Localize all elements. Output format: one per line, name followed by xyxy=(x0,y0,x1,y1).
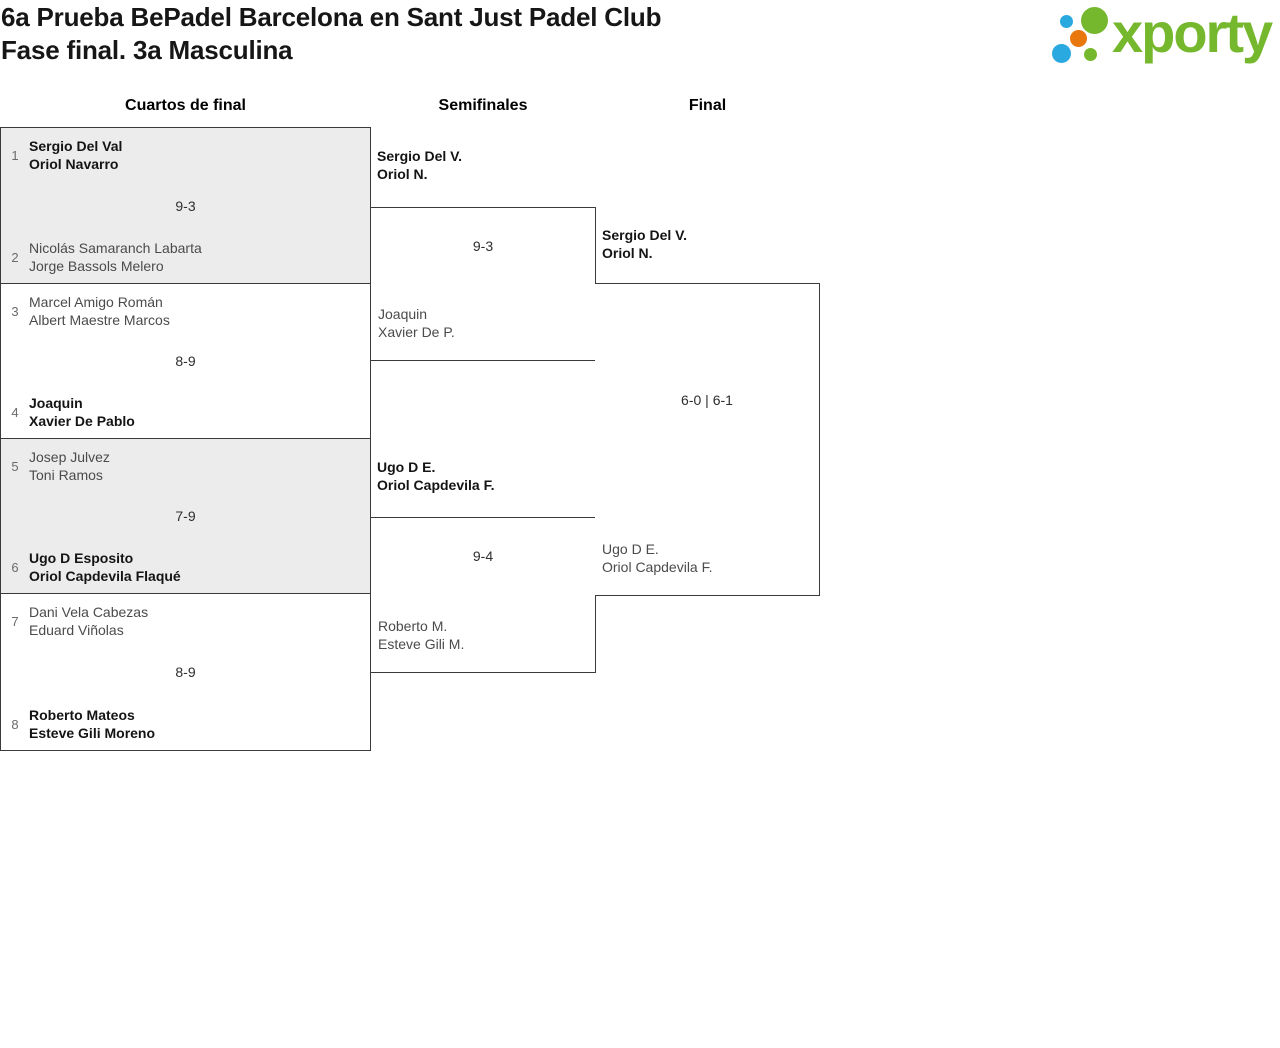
xporty-logo-text: xporty xyxy=(1112,1,1273,64)
player-name: Josep Julvez xyxy=(29,449,110,465)
player-name: Roberto Mateos xyxy=(29,707,135,723)
column-header-semifinals: Semifinales xyxy=(438,97,528,114)
team-names-winner: Sergio Del Val Oriol Navarro xyxy=(29,137,122,173)
seed-number: 8 xyxy=(11,716,19,732)
seed-number: 3 xyxy=(11,303,19,319)
semifinal-2-bottom-team: Roberto M. Esteve Gili M. xyxy=(378,617,464,653)
team-entry: 6 Ugo D Esposito Oriol Capdevila Flaqué xyxy=(1,549,181,585)
player-name: Ugo D Esposito xyxy=(29,550,134,566)
team-names-loser: Dani Vela Cabezas Eduard Viñolas xyxy=(29,603,148,639)
team-names-loser: Josep Julvez Toni Ramos xyxy=(29,448,110,484)
player-name: Roberto M. xyxy=(378,618,448,634)
seed-number: 4 xyxy=(11,404,19,420)
match-score: 9-3 xyxy=(472,238,494,254)
match-quarterfinal-2: 3 Marcel Amigo Román Albert Maestre Marc… xyxy=(0,283,371,439)
final-top-team: Sergio Del V. Oriol N. xyxy=(602,226,687,262)
match-quarterfinal-1: 1 Sergio Del Val Oriol Navarro 9-3 2 Nic… xyxy=(0,127,371,284)
player-name: Oriol Navarro xyxy=(29,156,119,172)
player-name: Xavier De P. xyxy=(378,324,455,340)
match-score: 9-3 xyxy=(175,197,196,214)
semifinal-1-bottom-team: Joaquin Xavier De P. xyxy=(378,305,455,341)
player-name: Joaquin xyxy=(29,395,83,411)
player-name: Toni Ramos xyxy=(29,467,103,483)
logo-dot-green-large-icon xyxy=(1081,7,1108,34)
match-score: 8-9 xyxy=(175,353,196,369)
match-score: 6-0 | 6-1 xyxy=(681,392,733,408)
player-name: Oriol Capdevila Flaqué xyxy=(29,568,181,584)
player-name: Xavier De Pablo xyxy=(29,413,135,429)
seed-number: 6 xyxy=(11,559,19,575)
logo-dot-blue-large-icon xyxy=(1052,44,1071,63)
player-name: Sergio Del V. xyxy=(377,148,463,164)
player-name: Marcel Amigo Román xyxy=(29,294,163,310)
phase-subtitle: Fase final. 3a Masculina xyxy=(1,35,293,65)
semifinal-1-top-team: Sergio Del V. Oriol N. xyxy=(377,147,462,183)
team-entry: 5 Josep Julvez Toni Ramos xyxy=(1,448,110,484)
team-names-winner: Roberto Mateos Esteve Gili Moreno xyxy=(29,706,155,742)
team-names-loser: Nicolás Samaranch Labarta Jorge Bassols … xyxy=(29,239,202,275)
tournament-title: 6a Prueba BePadel Barcelona en Sant Just… xyxy=(1,2,662,32)
player-name: Esteve Gili M. xyxy=(378,636,465,652)
column-header-final: Final xyxy=(688,97,727,114)
match-final: 6-0 | 6-1 Ugo D E. Oriol Capdevila F. xyxy=(595,283,820,596)
match-score: 9-4 xyxy=(472,548,494,564)
team-names-loser: Marcel Amigo Román Albert Maestre Marcos xyxy=(29,293,170,329)
seed-number: 2 xyxy=(11,249,19,265)
seed-number: 1 xyxy=(11,147,19,163)
team-entry: 1 Sergio Del Val Oriol Navarro xyxy=(1,137,122,173)
match-score: 7-9 xyxy=(175,508,196,524)
player-name: Joaquin xyxy=(378,306,428,322)
player-name: Nicolás Samaranch Labarta xyxy=(29,240,202,256)
final-bottom-team: Ugo D E. Oriol Capdevila F. xyxy=(602,540,713,576)
match-semifinal-2: 9-4 Roberto M. Esteve Gili M. xyxy=(370,517,596,673)
player-name: Dani Vela Cabezas xyxy=(29,604,149,620)
seed-number: 7 xyxy=(11,613,19,629)
team-entry: 4 Joaquin Xavier De Pablo xyxy=(1,394,135,430)
team-entry: 7 Dani Vela Cabezas Eduard Viñolas xyxy=(1,603,148,639)
logo-dot-blue-small-icon xyxy=(1060,15,1073,28)
logo-dot-orange-icon xyxy=(1070,30,1087,47)
player-name: Albert Maestre Marcos xyxy=(29,312,170,328)
player-name: Esteve Gili Moreno xyxy=(29,725,156,741)
match-quarterfinal-3: 5 Josep Julvez Toni Ramos 7-9 6 Ugo D Es… xyxy=(0,438,371,594)
team-names-winner: Ugo D Esposito Oriol Capdevila Flaqué xyxy=(29,549,181,585)
team-entry: 3 Marcel Amigo Román Albert Maestre Marc… xyxy=(1,293,170,329)
logo-dot-green-small-icon xyxy=(1084,48,1097,61)
player-name: Oriol N. xyxy=(602,245,653,261)
team-entry: 8 Roberto Mateos Esteve Gili Moreno xyxy=(1,706,155,742)
player-name: Oriol Capdevila F. xyxy=(602,559,713,575)
player-name: Oriol Capdevila F. xyxy=(377,477,495,493)
player-name: Ugo D E. xyxy=(602,541,659,557)
xporty-logo[interactable]: xporty xyxy=(1050,1,1280,74)
match-quarterfinal-4: 7 Dani Vela Cabezas Eduard Viñolas 8-9 8… xyxy=(0,593,371,751)
player-name: Oriol N. xyxy=(377,166,428,182)
page-title: 6a Prueba BePadel Barcelona en Sant Just… xyxy=(1,1,661,67)
seed-number: 5 xyxy=(11,458,19,474)
player-name: Eduard Viñolas xyxy=(29,622,124,638)
player-name: Sergio Del V. xyxy=(602,227,688,243)
column-header-quarterfinals: Cuartos de final xyxy=(125,97,246,114)
player-name: Jorge Bassols Melero xyxy=(29,258,164,274)
team-entry: 2 Nicolás Samaranch Labarta Jorge Bassol… xyxy=(1,239,202,275)
semifinal-2-top-team: Ugo D E. Oriol Capdevila F. xyxy=(377,458,494,494)
team-names-winner: Joaquin Xavier De Pablo xyxy=(29,394,135,430)
player-name: Sergio Del Val xyxy=(29,138,123,154)
player-name: Ugo D E. xyxy=(377,459,436,475)
match-score: 8-9 xyxy=(175,664,196,680)
match-semifinal-1: 9-3 Joaquin Xavier De P. xyxy=(370,207,596,361)
